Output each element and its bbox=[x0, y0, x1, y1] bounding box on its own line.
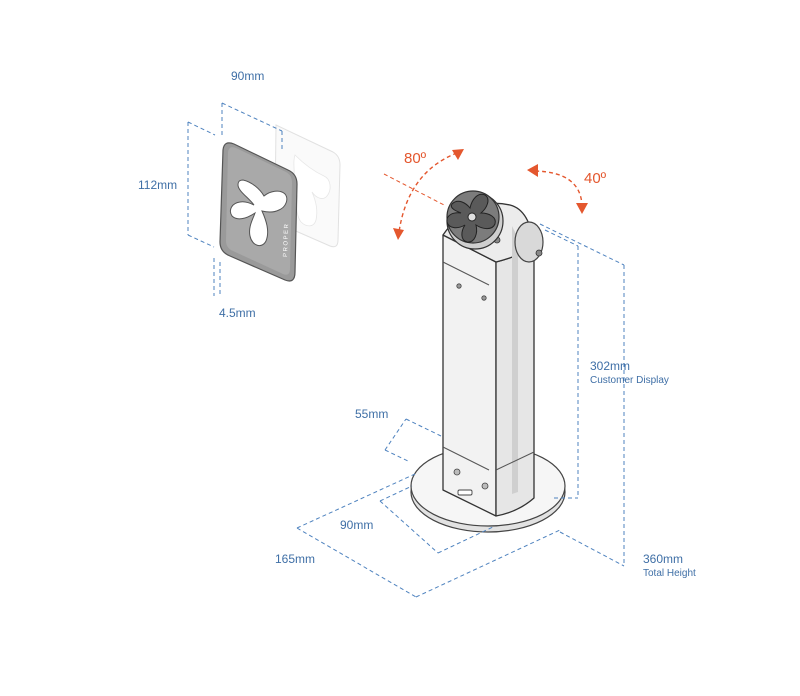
mount-plate-illustration: PROPER 90mm 112mm 4.5mm bbox=[138, 69, 341, 320]
plate-height-label: 112mm bbox=[138, 178, 177, 192]
stand-dimension-lines bbox=[296, 223, 625, 598]
column-width-label: 90mm bbox=[340, 518, 373, 532]
tilt-arrow-up-icon bbox=[452, 149, 464, 160]
swivel-arrow-down-icon bbox=[576, 203, 588, 214]
plate-width-label: 90mm bbox=[231, 69, 264, 83]
swivel-angle-label: 40º bbox=[584, 170, 607, 187]
vesa-head bbox=[446, 190, 504, 250]
tilt-angle-label: 80º bbox=[404, 150, 427, 167]
tilt-arrow-down-icon bbox=[393, 228, 404, 240]
plate-dimension-lines bbox=[187, 102, 283, 296]
tilt-indicator: 80º bbox=[383, 149, 464, 240]
base-diameter-label: 165mm bbox=[275, 552, 315, 566]
stand-illustration bbox=[410, 190, 566, 533]
brand-mark: PROPER bbox=[283, 223, 290, 258]
x-cutout bbox=[229, 179, 288, 247]
plate-thickness-label: 4.5mm bbox=[219, 306, 256, 320]
display-height-value: 302mm bbox=[590, 359, 630, 373]
display-height-label: Customer Display bbox=[590, 375, 669, 386]
total-height-label: Total Height bbox=[643, 568, 696, 579]
column-depth-label: 55mm bbox=[355, 407, 388, 421]
total-height-value: 360mm bbox=[643, 552, 683, 566]
swivel-arrow-left-icon bbox=[527, 164, 538, 177]
swivel-indicator: 40º bbox=[527, 164, 607, 214]
mount-plate: PROPER bbox=[219, 142, 298, 282]
